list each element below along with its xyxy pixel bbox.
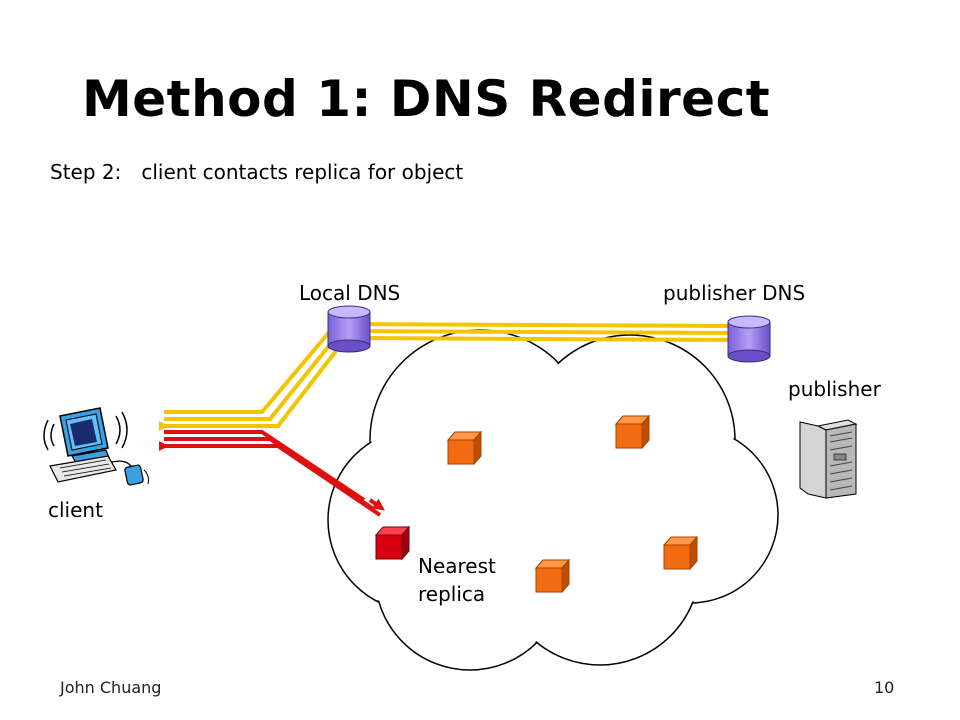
local-dns-server-icon <box>327 305 371 353</box>
publisher-dns-server-icon <box>727 315 771 363</box>
client-label: client <box>48 498 103 522</box>
nearest-replica-label: Nearest replica <box>418 552 496 608</box>
nearest-replica-label-line1: Nearest <box>418 554 496 578</box>
nearest-replica-icon <box>374 525 411 561</box>
step-text: client contacts replica for object <box>141 160 464 184</box>
step-caption: Step 2: client contacts replica for objec… <box>50 160 463 184</box>
nearest-replica-label-line2: replica <box>418 582 486 606</box>
replica-server-icon <box>614 414 651 450</box>
replica-server-icon <box>534 558 571 594</box>
local-dns-label: Local DNS <box>299 281 401 305</box>
replica-server-icon <box>662 535 699 571</box>
publisher-dns-label: publisher DNS <box>663 281 806 305</box>
replica-fetch-path <box>159 430 385 517</box>
publisher-label: publisher <box>788 377 881 401</box>
footer-page-number: 10 <box>874 678 895 697</box>
client-computer-icon <box>43 407 149 486</box>
step-label: Step 2: <box>50 160 122 184</box>
slide-title: Method 1: DNS Redirect <box>82 70 771 128</box>
footer-author: John Chuang <box>60 678 162 697</box>
replica-server-icon <box>446 430 483 466</box>
publisher-server-icon <box>799 419 858 499</box>
dns-query-path <box>159 321 743 431</box>
network-cloud <box>327 329 779 671</box>
